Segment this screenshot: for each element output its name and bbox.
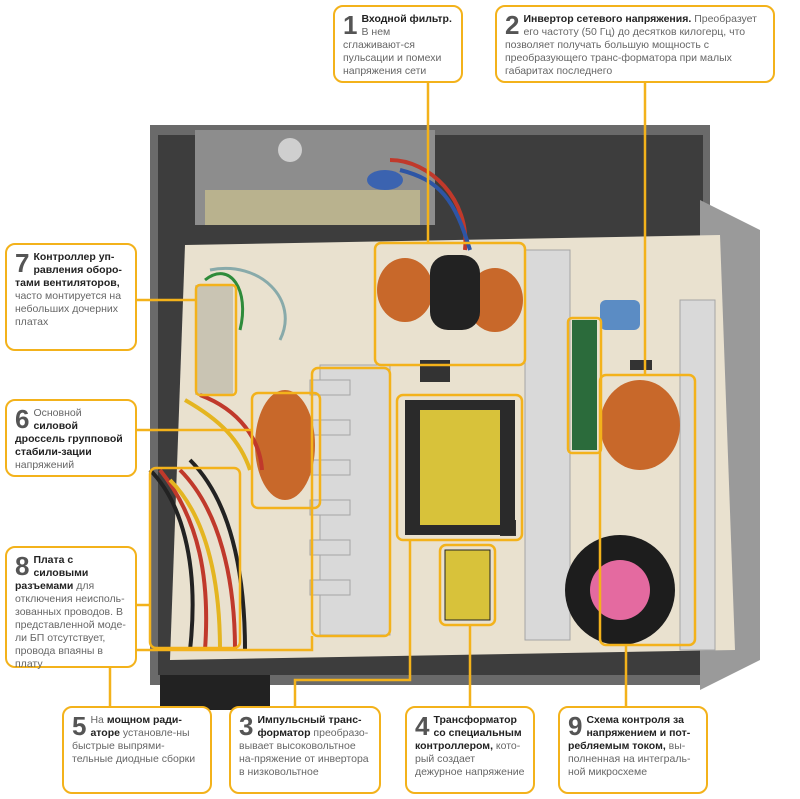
callout-number: 5 <box>72 711 87 741</box>
callout-text: В нем сглаживают-ся пульсации и помехи н… <box>343 26 442 77</box>
heatsink-left <box>309 364 391 636</box>
callout-control-circuit: 9 Схема контроля за напряжением и пот-ре… <box>558 706 708 794</box>
callout-text: установле-ны быстрые выпрями-тельные дио… <box>72 727 196 765</box>
box-fan-controller <box>194 283 238 397</box>
callout-input-filter: 1 Входной фильтр. В нем сглаживают-ся пу… <box>333 5 463 83</box>
callout-number: 7 <box>15 248 30 278</box>
cable-sleeve <box>160 675 270 710</box>
callout-title: Импульсный транс-форматор <box>257 714 362 739</box>
callout-pulse-transformer: 3 Импульсный транс-форматор преобразо-вы… <box>229 706 381 794</box>
callout-prefix: На <box>90 714 107 726</box>
callout-text: часто монтируется на небольших дочерних … <box>15 290 122 328</box>
output-wires <box>148 393 264 651</box>
callout-title: Схема контроля за напряжением и пот-ребл… <box>568 714 691 752</box>
callout-title: Трансформатор со специальным контроллеро… <box>415 714 522 752</box>
callout-text: напряжений <box>15 459 75 471</box>
callout-number: 1 <box>343 10 358 40</box>
box-wires <box>148 466 242 650</box>
screw <box>278 138 302 162</box>
callout-fan-controller: 7 Контроллер уп-равления оборо-тами вент… <box>5 243 137 351</box>
callout-title: мощном ради-аторе <box>90 714 182 739</box>
control-ic-board <box>572 320 597 450</box>
callout-number: 8 <box>15 551 30 581</box>
callout-title: Контроллер уп-равления оборо-тами вентил… <box>15 251 122 289</box>
callout-title: силовой дроссель групповой стабили-зации <box>15 420 123 458</box>
callout-number: 2 <box>505 10 520 40</box>
box-heatsink <box>310 366 392 638</box>
callout-text: Преобразует его частоту (50 Гц) до десят… <box>505 13 757 77</box>
callout-choke: 6 Основной силовой дроссель групповой ст… <box>5 399 137 477</box>
callout-number: 4 <box>415 711 430 741</box>
callout-prefix: Основной <box>33 407 82 419</box>
callout-number: 6 <box>15 404 30 434</box>
box-choke <box>250 391 322 510</box>
fan-controller <box>195 285 233 395</box>
callout-title: Плата с силовыми разъемами <box>15 554 89 592</box>
box-pfc <box>598 373 697 647</box>
highlight-boxes <box>148 241 697 650</box>
callout-heatsink: 5 На мощном ради-аторе установле-ны быст… <box>62 706 212 794</box>
blue-capacitor <box>367 170 403 190</box>
leader-lines <box>108 82 647 706</box>
stabilization-choke <box>255 390 315 500</box>
callout-number: 3 <box>239 711 254 741</box>
callout-text: вы-полненная на интеграль-ной микросхеме <box>568 740 691 778</box>
box-transformer <box>395 393 524 542</box>
callout-text: кото-рый создает дежурное напряжение <box>415 740 525 778</box>
heatsink-right <box>524 249 716 651</box>
pfc-choke <box>600 380 680 470</box>
callout-inverter: 2 Инвертор сетевого напряжения. Преобраз… <box>495 5 775 83</box>
standby-transformer <box>444 549 491 621</box>
callout-text: преобразо-вывает высоковольтное на-пряже… <box>239 727 369 778</box>
callout-number: 9 <box>568 711 583 741</box>
box-input-filter <box>373 241 527 367</box>
callout-standby-transformer: 4 Трансформатор со специальным контролле… <box>405 706 535 794</box>
input-filter <box>377 255 523 332</box>
callout-title: Входной фильтр. <box>361 13 452 25</box>
callout-connector-board: 8 Плата с силовыми разъемами для отключе… <box>5 546 137 670</box>
box-standby <box>438 543 497 627</box>
main-transformer <box>405 400 515 535</box>
callout-text: для отключения неисполь-зованных проводо… <box>15 580 126 670</box>
callout-title: Инвертор сетевого напряжения. <box>523 13 692 25</box>
